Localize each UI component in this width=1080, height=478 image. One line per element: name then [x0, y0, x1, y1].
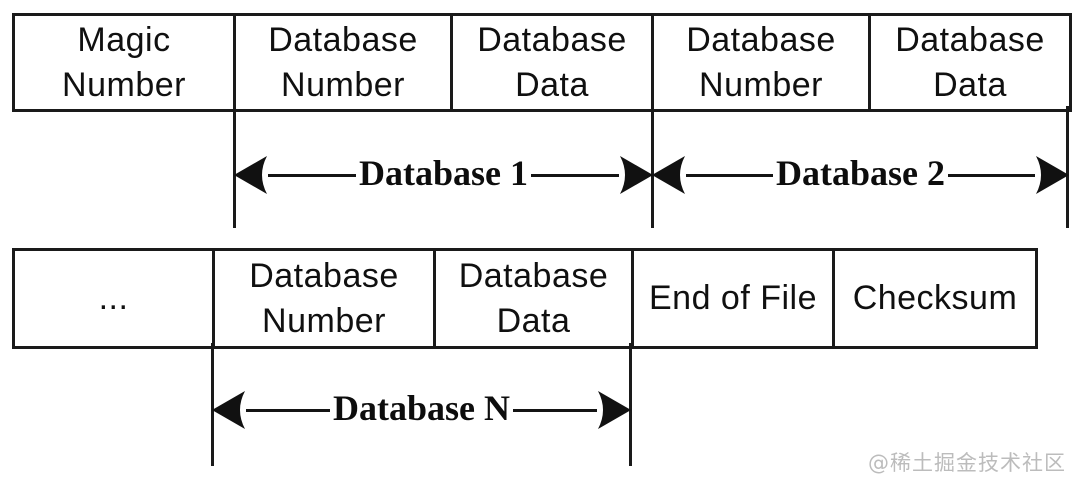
arrow-shaft	[686, 173, 773, 177]
cell-database-data-n: Database Data	[436, 251, 634, 346]
cell-label: Database	[268, 20, 418, 59]
span-arrow-label: Database 1	[359, 153, 528, 193]
cell-label: Database	[458, 256, 609, 295]
record-table-bottom: ... Database Number Database Data End of…	[12, 248, 1038, 349]
cell-ellipsis: ...	[15, 251, 215, 346]
cell-label: Number	[62, 65, 186, 104]
arrow-shaft	[513, 408, 597, 412]
cell-label: Data	[933, 65, 1007, 104]
extent-leader-line	[233, 106, 236, 228]
cell-checksum: Checksum	[835, 251, 1035, 346]
span-arrow-database-1: Database 1	[234, 153, 653, 197]
cell-magic-number: Magic Number	[15, 16, 236, 109]
span-arrow-database-n: Database N	[212, 388, 631, 432]
cell-label: Magic	[77, 20, 171, 59]
cell-label: Number	[262, 301, 386, 340]
record-table-top: Magic Number Database Number Database Da…	[12, 13, 1072, 112]
cell-label: Checksum	[852, 279, 1018, 317]
span-arrow-label: Database 2	[776, 153, 945, 193]
cell-label: Database	[249, 256, 399, 295]
arrow-shaft	[268, 173, 356, 177]
cell-database-number-2: Database Number	[654, 16, 871, 109]
cell-label: Database	[686, 20, 836, 59]
cell-label: Number	[699, 65, 823, 104]
cell-label: Database	[895, 20, 1045, 59]
watermark-text: @稀土掘金技术社区	[868, 451, 1066, 475]
span-arrow-label: Database N	[333, 388, 510, 428]
arrow-shaft	[948, 173, 1035, 177]
arrowhead-left-icon	[652, 156, 685, 194]
extent-leader-line	[629, 343, 632, 466]
cell-database-data-1: Database Data	[453, 16, 654, 109]
extent-leader-line	[1066, 106, 1069, 228]
cell-database-number-1: Database Number	[236, 16, 453, 109]
cell-label: Data	[515, 65, 589, 104]
arrowhead-right-icon	[620, 156, 653, 194]
span-arrow-database-2: Database 2	[652, 153, 1069, 197]
cell-database-number-n: Database Number	[215, 251, 436, 346]
arrowhead-right-icon	[598, 391, 631, 429]
arrow-shaft	[531, 173, 619, 177]
arrow-shaft	[246, 408, 330, 412]
arrowhead-left-icon	[234, 156, 267, 194]
cell-label: ...	[98, 279, 129, 317]
cell-end-of-file: End of File	[634, 251, 835, 346]
cell-label: Number	[281, 65, 405, 104]
arrowhead-left-icon	[212, 391, 245, 429]
extent-leader-line	[211, 343, 214, 466]
cell-label: End of File	[648, 279, 818, 317]
cell-label: Data	[496, 301, 571, 340]
cell-label: Database	[477, 20, 627, 59]
cell-database-data-2: Database Data	[871, 16, 1069, 109]
arrowhead-right-icon	[1036, 156, 1069, 194]
extent-leader-line	[651, 106, 654, 228]
